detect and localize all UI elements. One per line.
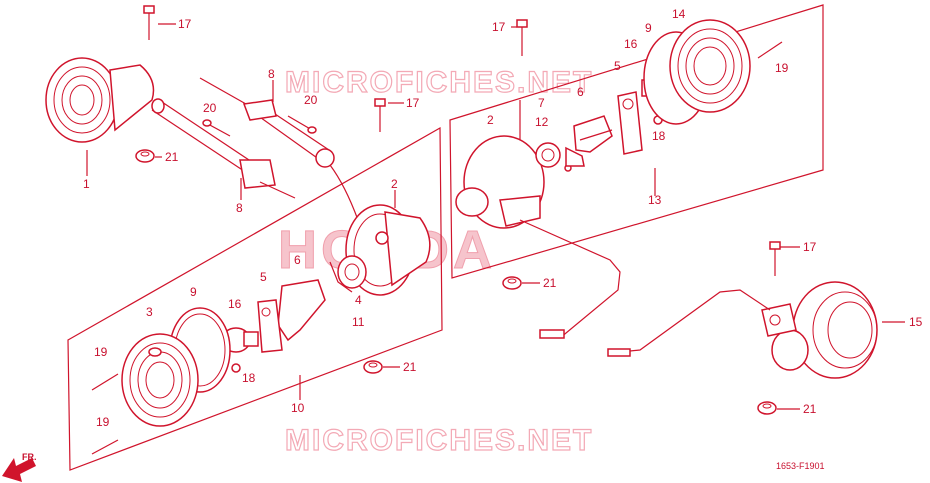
- assembly-10-outline: [67, 126, 443, 471]
- callout-10: 10: [291, 401, 305, 415]
- callout-16-left: 16: [228, 297, 242, 311]
- callout-2-left: 2: [391, 177, 398, 191]
- turn-signal-lens-1: [45, 57, 155, 143]
- callout-17-a: 17: [178, 17, 192, 31]
- turn-signal-lens-14: [669, 19, 751, 113]
- callout-9-left: 9: [190, 285, 197, 299]
- screw-19-b: [91, 439, 119, 455]
- callout-1: 1: [83, 177, 90, 191]
- indicator-housing-2-right: [455, 135, 621, 339]
- callout-7: 7: [538, 96, 545, 110]
- screw-18-left: [231, 363, 241, 373]
- wire-tube-upper: [199, 77, 359, 221]
- callout-21-d: 21: [803, 402, 817, 416]
- bolt-17-c: [516, 19, 528, 56]
- watermark-bottom: MICROFICHES.NET: [285, 424, 593, 457]
- callout-12: 12: [535, 115, 549, 129]
- callout-15: 15: [909, 315, 923, 329]
- callout-21-c: 21: [403, 360, 417, 374]
- bolt-17-b: [374, 98, 386, 132]
- callout-14: 14: [672, 7, 686, 21]
- turn-signal-lens-3: [121, 333, 199, 427]
- screw-19-c: [757, 41, 783, 59]
- callout-19-b: 19: [96, 415, 110, 429]
- callout-17-b: 17: [406, 96, 420, 110]
- bolt-20-right: [287, 115, 317, 134]
- nut-21-b: [502, 276, 522, 290]
- front-direction-arrow: [2, 458, 36, 482]
- callout-2-right: 2: [487, 113, 494, 127]
- callout-8-top: 8: [268, 67, 275, 81]
- bracket-6-right: [573, 115, 613, 153]
- callout-17-d: 17: [803, 240, 817, 254]
- callout-11: 11: [352, 315, 365, 329]
- turn-signal-assembly-15: [607, 281, 878, 379]
- front-label: FR.: [22, 452, 37, 462]
- callout-20-left: 20: [203, 101, 217, 115]
- bolt-17-d: [769, 241, 781, 276]
- bracket-6-left: [277, 279, 326, 342]
- callout-5-right: 5: [614, 59, 621, 73]
- bulb-socket-12: [535, 142, 572, 172]
- callout-16-right: 16: [624, 37, 638, 51]
- callout-20-right: 20: [304, 93, 318, 107]
- callout-8-bottom: 8: [236, 201, 243, 215]
- callout-6-left: 6: [294, 253, 301, 267]
- stay-tube: [151, 98, 276, 189]
- callout-5-left: 5: [260, 270, 267, 284]
- callout-3: 3: [146, 305, 153, 319]
- callout-6-right: 6: [577, 85, 584, 99]
- callout-21-a: 21: [165, 150, 179, 164]
- callout-21-b: 21: [543, 276, 557, 290]
- bracket-7: [565, 146, 585, 167]
- callout-9-right: 9: [645, 21, 652, 35]
- nut-21-c: [363, 360, 383, 374]
- callout-18-right: 18: [652, 129, 666, 143]
- bolt-20-left: [202, 119, 231, 137]
- nut-21-d: [757, 401, 777, 415]
- leader-lines: [86, 23, 905, 410]
- callout-18-left: 18: [242, 371, 256, 385]
- diagram-code: 1653-F1901: [776, 461, 825, 471]
- bolt-17-a: [143, 5, 155, 40]
- callout-17-c: 17: [492, 20, 506, 34]
- nut-21-a: [135, 149, 155, 163]
- screw-19-a: [91, 373, 119, 391]
- callout-labels: 1 2 2 3 4 5 5 6 6 7 8 8 9 9 10 11 12 13 …: [83, 7, 923, 429]
- watermark-top: MICROFICHES.NET: [285, 66, 593, 99]
- callout-13: 13: [648, 193, 662, 207]
- callout-19-c: 19: [775, 61, 789, 75]
- callout-4: 4: [355, 293, 362, 307]
- plate-5-right: [617, 91, 643, 155]
- plate-5-left: [257, 299, 283, 353]
- bulb-socket-11: [329, 255, 367, 293]
- callout-19-a: 19: [94, 345, 108, 359]
